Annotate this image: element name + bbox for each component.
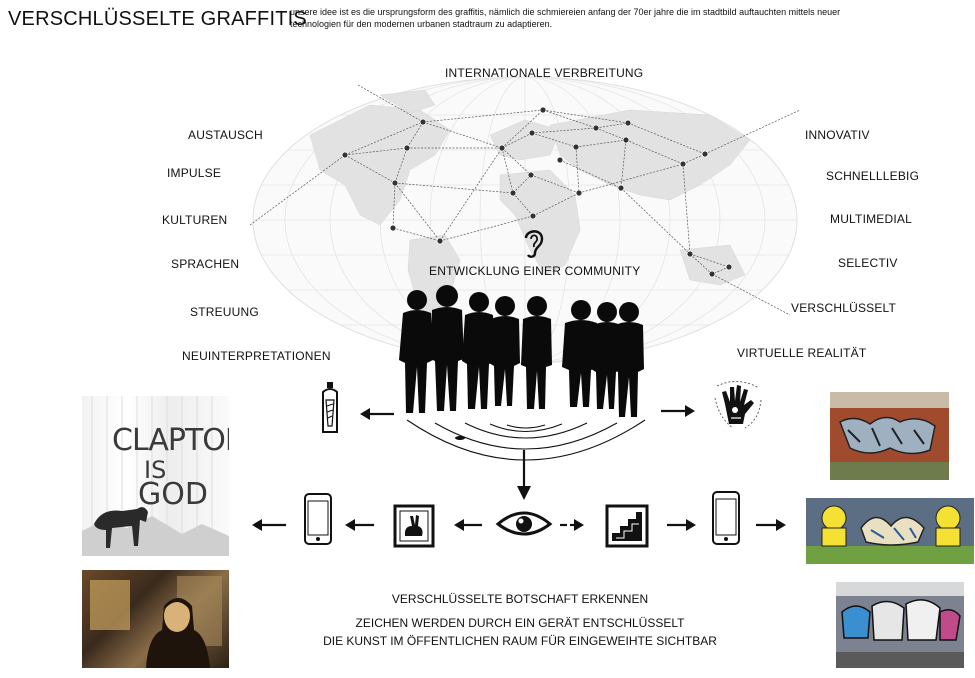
term-verschluesselt: VERSCHLÜSSELT: [791, 301, 897, 315]
clapton-text-line1: CLAPTON: [112, 423, 229, 458]
term-kulturen: KULTUREN: [162, 213, 228, 227]
term-impulse: IMPULSE: [167, 166, 222, 180]
decode-description-line2: DIE KUNST IM ÖFFENTLICHEN RAUM FÜR EINGE…: [323, 634, 717, 648]
ear-icon: [524, 230, 544, 258]
decode-description-line1: ZEICHEN WERDEN DURCH EIN GERÄT ENTSCHLÜS…: [355, 616, 685, 630]
photo-clapton-graffiti: CLAPTON IS GOD: [82, 396, 229, 556]
term-sprachen: SPRACHEN: [171, 257, 240, 271]
decode-heading: VERSCHLÜSSELTE BOTSCHAFT ERKENNEN: [391, 592, 649, 606]
map-title: INTERNATIONALE VERBREITUNG: [445, 66, 644, 80]
stairs-icon: [605, 504, 649, 548]
rabbit-icon: [393, 504, 435, 548]
term-selectiv: SELECTIV: [838, 256, 898, 270]
photo-graffiti-wall-2: [806, 498, 974, 564]
arrow-icon: [454, 519, 482, 531]
spray-can-icon: [322, 382, 338, 433]
photo-graffiti-wall-3: [836, 582, 964, 668]
sound-waves: [406, 419, 646, 461]
term-neuinterpretationen: NEUINTERPRETATIONEN: [182, 349, 331, 363]
network-lines: [250, 84, 800, 316]
phone-icon: [304, 493, 332, 545]
arrow-icon: [756, 519, 786, 531]
community-label: ENTWICKLUNG EINER COMMUNITY: [429, 264, 641, 278]
arrow-icon: [560, 519, 584, 531]
term-austausch: AUSTAUSCH: [188, 128, 263, 142]
hand-icon: [714, 381, 762, 429]
arrow-right-icon: [661, 405, 695, 417]
arrow-down-icon: [517, 450, 531, 500]
arrow-icon: [667, 519, 696, 531]
clapton-text-line2: IS: [144, 456, 167, 484]
arrow-left-icon: [360, 408, 394, 420]
term-virtuelle-realitaet: VIRTUELLE REALITÄT: [737, 346, 867, 360]
decoding-flow: [252, 491, 786, 548]
photo-graffiti-wall-1: [830, 392, 949, 480]
arrow-icon: [252, 519, 286, 531]
eye-icon: [495, 511, 553, 536]
community-silhouettes: [399, 285, 646, 461]
arrow-icon: [345, 519, 374, 531]
term-innovativ: INNOVATIV: [805, 128, 870, 142]
network-nodes: [341, 106, 733, 278]
intro-text: unsere idee ist es die ursprungsform des…: [290, 7, 841, 29]
photo-subway-portrait: [82, 570, 229, 668]
term-schnelllebig: SCHNELLLEBIG: [826, 169, 920, 183]
term-multimedial: MULTIMEDIAL: [830, 212, 912, 226]
term-streuung: STREUUNG: [190, 305, 259, 319]
page-title: VERSCHLÜSSELTE GRAFFITIS: [8, 8, 307, 30]
phone-icon: [712, 491, 740, 545]
clapton-text-line3: GOD: [138, 477, 208, 512]
